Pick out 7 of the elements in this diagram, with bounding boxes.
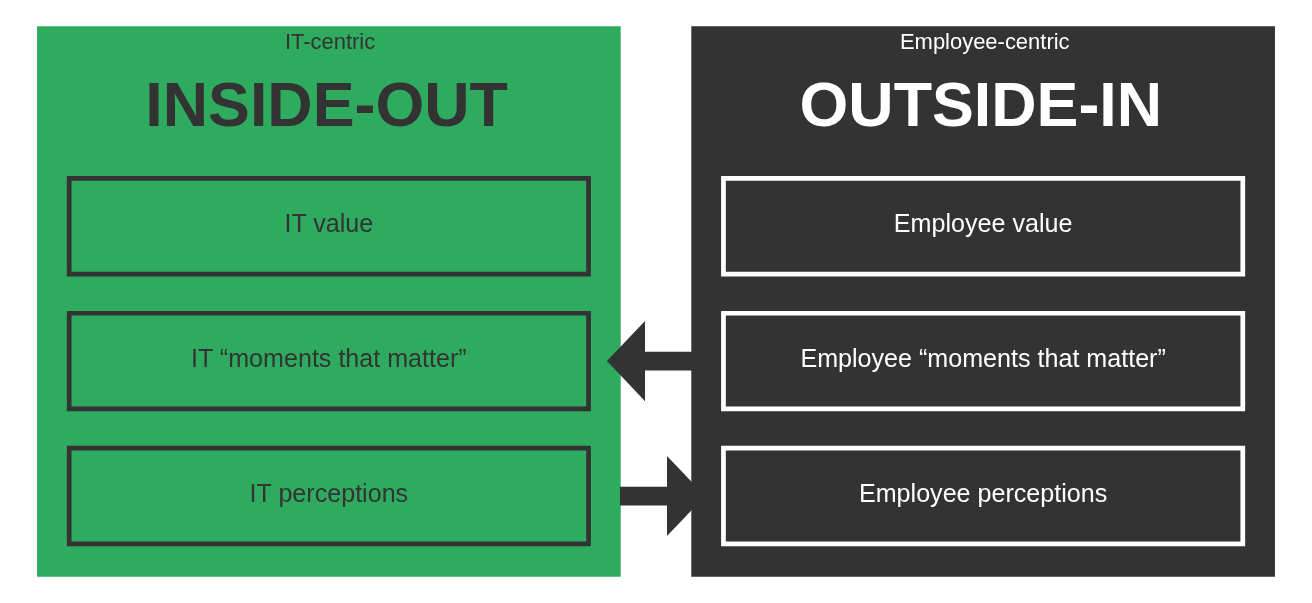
node-box: Employee “moments that matter” xyxy=(721,310,1246,412)
arrow xyxy=(606,321,693,402)
node-box: Employee value xyxy=(721,176,1246,277)
node-box: IT “moments that matter” xyxy=(66,310,591,412)
node-box: IT value xyxy=(66,176,591,277)
node-box: IT perceptions xyxy=(66,445,591,547)
node-box: Employee perceptions xyxy=(721,445,1246,547)
